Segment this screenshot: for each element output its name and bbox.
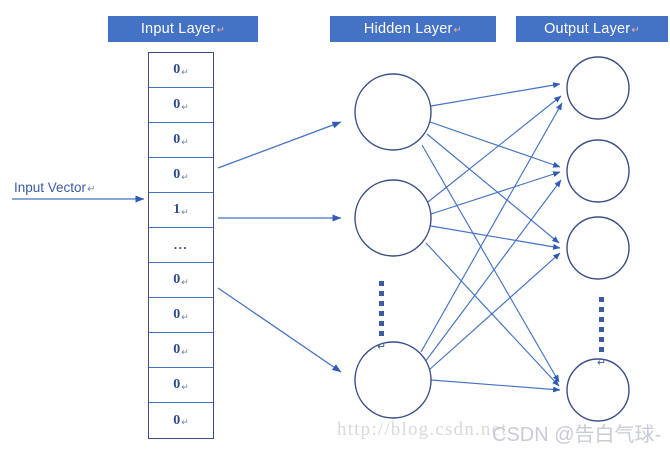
hidden-neuron-2 (354, 179, 432, 257)
hidden-neuron-1 (354, 73, 432, 151)
arrow-h3-o4 (430, 379, 561, 393)
pilcrow-mark: ↵ (377, 341, 387, 353)
arrow-h2-o2 (430, 171, 561, 215)
vector-cell: ... (149, 228, 213, 263)
pilcrow-mark: ↵ (631, 24, 640, 36)
arrow-h3-o2 (424, 179, 562, 363)
vector-cell-value: 0 (173, 97, 181, 112)
pilcrow-mark: ↵ (597, 357, 607, 369)
pilcrow-mark: ↵ (87, 184, 96, 195)
pilcrow-mark: ↵ (453, 24, 463, 36)
ellipsis-dot (379, 281, 385, 286)
vector-cell-value: 0 (173, 132, 181, 147)
hidden-neuron-3 (354, 341, 432, 419)
vector-cell-value: 0 (173, 377, 181, 392)
arrow-vector-to-hidden-3 (217, 287, 342, 373)
arrow-h1-o2 (429, 121, 561, 168)
arrow-vector-to-hidden-1 (217, 121, 342, 169)
ellipsis-dot (379, 291, 385, 296)
output-neuron-3 (566, 216, 630, 280)
ellipsis-dot (379, 311, 385, 316)
vector-cell: 0↵ (149, 368, 213, 403)
ellipsis-dot (599, 347, 605, 352)
pilcrow-mark: ↵ (181, 136, 189, 147)
pilcrow-mark: ↵ (181, 276, 189, 287)
pilcrow-mark: ↵ (216, 24, 226, 36)
ellipsis-dot (379, 321, 385, 326)
ellipsis-dot (599, 327, 605, 332)
output-neuron-4 (566, 358, 630, 422)
input-vector-table: 0↵0↵0↵0↵1↵...0↵0↵0↵0↵0↵ (148, 52, 214, 439)
arrow-h1-o4 (421, 144, 560, 383)
vector-cell: 0↵ (149, 263, 213, 298)
csdn-author-watermark: CSDN @告白气球- (492, 424, 662, 446)
vector-cell-value: 0 (173, 272, 181, 287)
pilcrow-mark: ↵ (181, 101, 189, 112)
arrow-h2-o1 (427, 95, 562, 203)
arrow-h2-o3 (430, 225, 561, 250)
vector-cell-value: 0 (173, 167, 181, 182)
vector-cell-value: ... (173, 237, 189, 252)
ellipsis-dot (599, 317, 605, 322)
vector-cell: 0↵ (149, 53, 213, 88)
ellipsis-dot (379, 301, 385, 306)
pilcrow-mark: ↵ (181, 171, 189, 182)
output-neuron-2 (566, 139, 630, 203)
input-vector-label-text: Input Vector (14, 180, 87, 195)
ellipsis-dot (379, 331, 385, 336)
vector-cell-value: 0 (173, 62, 181, 77)
pilcrow-mark: ↵ (181, 311, 189, 322)
arrow-h1-o3 (426, 133, 560, 244)
arrow-h2-o4 (425, 242, 560, 387)
hidden-layer-header-label: Hidden Layer (363, 21, 453, 37)
vector-cell-value: 1 (173, 202, 181, 217)
vector-cell: 0↵ (149, 123, 213, 158)
vector-cell: 0↵ (149, 158, 213, 193)
input-layer-header: Input Layer↵ (108, 16, 258, 42)
output-layer-header-label: Output Layer (544, 21, 631, 37)
arrow-h3-o1 (420, 102, 563, 353)
vector-cell-value: 0 (173, 412, 181, 428)
output-neuron-1 (566, 56, 630, 120)
ellipsis-dot (599, 297, 605, 302)
vector-cell: 1↵ (149, 193, 213, 228)
pilcrow-mark: ↵ (181, 417, 189, 427)
pilcrow-mark: ↵ (181, 206, 189, 217)
pilcrow-mark: ↵ (181, 346, 189, 357)
hidden-layer-ellipsis: ↵ (377, 281, 386, 353)
blog-url-watermark: http://blog.csdn.net (337, 419, 508, 440)
vector-cell: 0↵ (149, 403, 213, 438)
ellipsis-dot (599, 307, 605, 312)
vector-cell: 0↵ (149, 333, 213, 368)
hidden-layer-header: Hidden Layer↵ (330, 16, 496, 42)
input-vector-label: Input Vector↵ (14, 180, 95, 195)
arrow-h1-o1 (430, 82, 561, 107)
ellipsis-dot (599, 337, 605, 342)
output-layer-header: Output Layer↵ (516, 16, 668, 42)
input-layer-header-label: Input Layer (140, 21, 216, 37)
vector-cell: 0↵ (149, 298, 213, 333)
arrow-h3-o3 (428, 252, 561, 371)
pilcrow-mark: ↵ (181, 66, 189, 77)
pilcrow-mark: ↵ (181, 381, 189, 392)
vector-cell-value: 0 (173, 307, 181, 322)
vector-cell-value: 0 (173, 342, 181, 357)
vector-cell: 0↵ (149, 88, 213, 123)
output-layer-ellipsis: ↵ (597, 297, 606, 369)
